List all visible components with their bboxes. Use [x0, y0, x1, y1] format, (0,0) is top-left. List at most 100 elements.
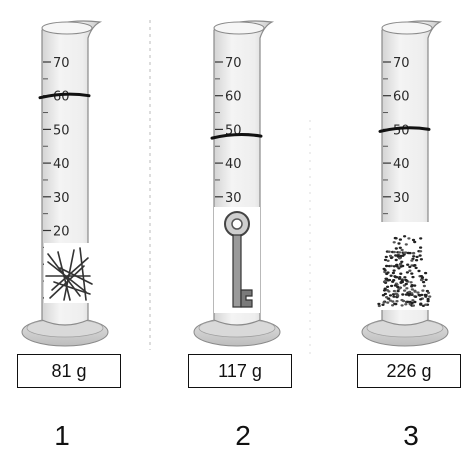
pellet: [377, 302, 381, 306]
pellet: [424, 271, 428, 275]
pellet: [395, 300, 399, 303]
pellet: [392, 241, 396, 244]
pellet: [385, 264, 389, 268]
graduation-label: 40: [393, 157, 410, 172]
measuring-cylinder-3: 70 60 50 40 30: [361, 20, 449, 347]
graduation-label: 30: [393, 191, 410, 206]
pellet: [389, 264, 393, 268]
liquid-level-line: [210, 133, 263, 140]
pellet: [412, 264, 416, 267]
pellet: [408, 265, 412, 269]
pellet: [419, 298, 423, 301]
key-bow-hole: [231, 218, 243, 230]
pellet: [394, 282, 398, 285]
pellet: [404, 303, 408, 306]
pellet: [403, 251, 407, 254]
pellet: [404, 282, 408, 286]
pellet: [398, 257, 402, 260]
pellet: [417, 269, 421, 273]
pellet: [387, 250, 391, 253]
graduation-label: 20: [53, 225, 70, 240]
graduation-label: 50: [393, 123, 410, 138]
pellet: [383, 270, 387, 274]
pellet: [412, 252, 416, 255]
pellet: [391, 293, 396, 296]
pellet: [419, 278, 424, 282]
pellet: [384, 277, 388, 280]
nail: [63, 249, 75, 301]
key-shaft: [232, 234, 242, 308]
pellet: [413, 300, 417, 304]
mass-label-3: 226 g: [386, 360, 432, 381]
pellet: [402, 284, 406, 287]
pellet: [415, 255, 419, 259]
pellet: [423, 293, 427, 297]
pellet: [387, 297, 391, 300]
pellet: [419, 250, 423, 253]
mass-label-2: 117 g: [218, 360, 262, 381]
pellet: [393, 302, 397, 305]
nail: [59, 267, 93, 285]
pellet: [407, 237, 411, 240]
graduation-label: 70: [225, 56, 242, 71]
liquid-level-line: [378, 126, 431, 133]
pellet: [386, 301, 390, 304]
pellet: [419, 258, 423, 261]
pellet: [426, 291, 431, 294]
pellet: [384, 255, 388, 259]
graduation-label: 60: [225, 90, 242, 105]
pellet: [399, 281, 403, 284]
graduation-label: 70: [393, 56, 410, 71]
cylinder-rim: [381, 21, 433, 35]
pellet: [414, 266, 418, 270]
pellet: [415, 259, 419, 262]
pellet: [391, 271, 395, 275]
pellet: [391, 300, 395, 303]
pellet: [422, 280, 426, 284]
pellet: [399, 265, 403, 268]
pellet: [419, 237, 423, 240]
pellet: [422, 284, 426, 288]
mass-box-2: 117 g: [188, 354, 292, 388]
pellet: [383, 280, 387, 283]
pellet: [413, 289, 417, 292]
pellet: [416, 291, 420, 294]
pellet: [411, 304, 415, 307]
pellet: [398, 251, 402, 254]
pellet: [404, 243, 408, 246]
pellet: [396, 285, 400, 289]
graduation-label: 40: [225, 157, 242, 172]
graduation-label: 60: [393, 90, 410, 105]
nail: [79, 247, 87, 301]
pellet: [411, 238, 416, 242]
pellet: [387, 290, 391, 293]
mass-label-1: 81 g: [51, 360, 87, 381]
pellet: [405, 271, 409, 274]
pellet: [386, 285, 390, 288]
pellet: [408, 290, 412, 294]
pellet: [413, 284, 417, 287]
graduation-label: 60: [53, 90, 70, 105]
pellet: [392, 295, 396, 298]
liquid-level-line: [38, 92, 91, 100]
pellet: [400, 260, 404, 263]
pellet: [385, 296, 389, 299]
pellet: [392, 289, 396, 293]
pellet: [405, 279, 409, 282]
pellet: [394, 247, 398, 250]
pellet: [407, 294, 411, 297]
pellet: [418, 254, 422, 257]
cylinder-number-2: 2: [235, 420, 251, 451]
cylinder-rim: [41, 21, 93, 35]
pellet: [405, 287, 409, 290]
pellet: [393, 284, 397, 287]
pellet: [400, 304, 404, 307]
pellet: [388, 294, 393, 297]
pellet: [404, 293, 408, 296]
pellet: [409, 281, 413, 284]
pellet: [398, 246, 402, 249]
pellet: [391, 304, 395, 307]
pellet: [394, 258, 398, 262]
